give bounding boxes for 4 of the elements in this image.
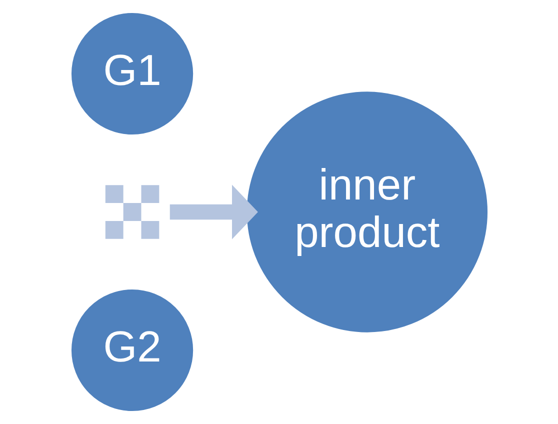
node-circle: G1 (70, 12, 193, 135)
node-circle: G2 (70, 289, 193, 412)
node-circle: inner product (246, 92, 488, 332)
arrow (169, 184, 258, 240)
